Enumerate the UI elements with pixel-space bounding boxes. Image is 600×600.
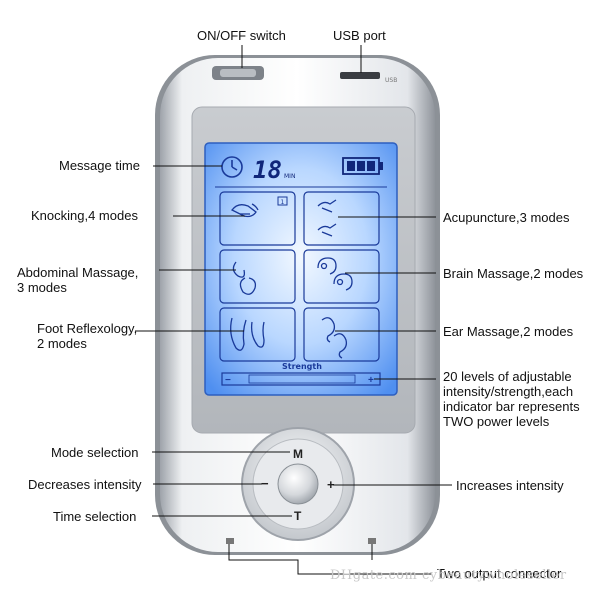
label-on-off-switch: ON/OFF switch [197,28,286,43]
lcd-time-unit: MIN [284,173,295,180]
mode-button[interactable]: M [293,447,303,461]
lcd-strength-label: Strength [282,362,322,371]
mode-cell-foot [219,307,296,362]
usb-port [340,72,380,79]
label-mode-selection: Mode selection [51,445,139,460]
minus-button[interactable]: − [261,476,269,491]
label-levels: 20 levels of adjustable intensity/streng… [443,369,580,429]
knock-badge: 1 [281,199,285,206]
clock-icon [221,156,243,178]
ear-icon [321,317,348,359]
foot-icon [230,317,265,351]
label-knocking: Knocking,4 modes [31,208,138,223]
label-increases: Increases intensity [456,478,564,493]
knocking-icon [231,203,259,218]
abdominal-icon [232,261,257,295]
label-usb-port: USB port [333,28,386,43]
label-ear: Ear Massage,2 modes [443,324,574,339]
mode-cell-knocking [219,191,296,246]
mode-cell-abdominal [219,249,296,304]
usb-marking: USB [385,77,397,84]
label-abdominal: Abdominal Massage, 3 modes [17,265,139,295]
watermark: DHgate.com cybeautywholeseller [330,568,567,583]
output-connector-left [226,538,234,544]
mode-cell-brain [303,249,380,304]
callout-lines [135,45,452,575]
label-acupuncture: Acupuncture,3 modes [443,210,570,225]
label-foot: Foot Reflexology, 2 modes [37,321,138,351]
mode-cell-acupuncture [303,191,380,246]
control-pad: M − + T [241,427,355,541]
label-brain: Brain Massage,2 modes [443,266,584,281]
lcd-plus: + [368,375,374,386]
lcd-minus: − [225,375,231,386]
center-button[interactable] [277,463,319,505]
label-time-selection: Time selection [53,509,137,524]
time-button[interactable]: T [294,509,302,523]
label-message-time: Message time [59,158,140,173]
acupuncture-icon [317,199,337,237]
mode-cell-ear [303,307,380,362]
label-output-connector: Two output connector [437,566,562,581]
label-decreases: Decreases intensity [28,477,142,492]
plus-button[interactable]: + [327,477,335,492]
lcd-time-value: 18 [253,156,282,184]
brain-icon [317,257,353,291]
battery-icon [342,157,383,175]
lcd-screen: 18 MIN 1 [204,142,398,396]
output-connector-right [368,538,376,544]
